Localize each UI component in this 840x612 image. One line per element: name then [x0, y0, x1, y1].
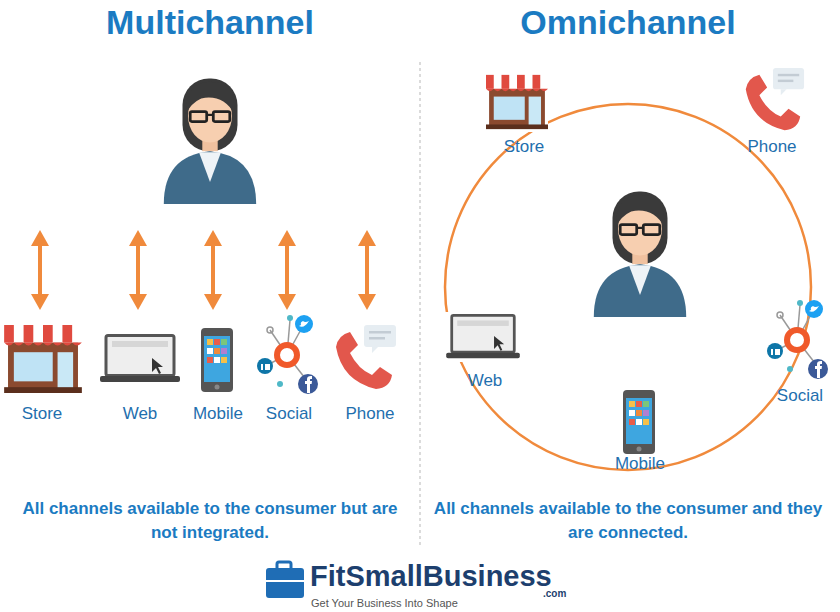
channel-label: Mobile: [178, 404, 258, 424]
web-icon: [446, 315, 520, 358]
consumer-figure: [164, 79, 256, 204]
mobile-icon: [623, 390, 655, 454]
channel-label: Mobile: [598, 454, 682, 474]
panel-caption: All channels available to the consumer b…: [15, 497, 405, 545]
social-icon: [767, 300, 828, 379]
phone-icon: [336, 325, 396, 389]
channel-label: Phone: [328, 404, 412, 424]
panel-caption: All channels available to the consumer a…: [433, 497, 823, 545]
ring-gap: [445, 312, 521, 362]
channel-label: Web: [445, 371, 525, 391]
panel-title: Multichannel: [45, 2, 375, 43]
panel-divider: [419, 62, 421, 548]
ring-gap: [620, 388, 658, 458]
store-icon: [486, 75, 548, 129]
channel-label: Store: [482, 137, 566, 157]
logo-domain: .com: [543, 588, 603, 600]
logo-briefcase: [266, 562, 304, 598]
channel-label: Web: [100, 404, 180, 424]
channel-label: Social: [760, 386, 840, 406]
ring-gap: [738, 68, 806, 136]
channel-label: Store: [0, 404, 84, 424]
mobile-icon: [201, 328, 233, 392]
channel-ring: [445, 104, 811, 470]
consumer-figure: [594, 192, 686, 317]
channel-label: Phone: [730, 137, 814, 157]
panel-title: Omnichannel: [463, 2, 793, 43]
logo-tagline: Get Your Business Into Shape: [311, 597, 571, 610]
social-icon: [257, 315, 318, 394]
double-arrows: [31, 230, 376, 310]
phone-icon: [746, 68, 804, 130]
channel-label: Social: [249, 404, 329, 424]
web-icon: [100, 336, 180, 383]
store-icon: [4, 325, 82, 393]
ring-gap: [486, 72, 548, 132]
